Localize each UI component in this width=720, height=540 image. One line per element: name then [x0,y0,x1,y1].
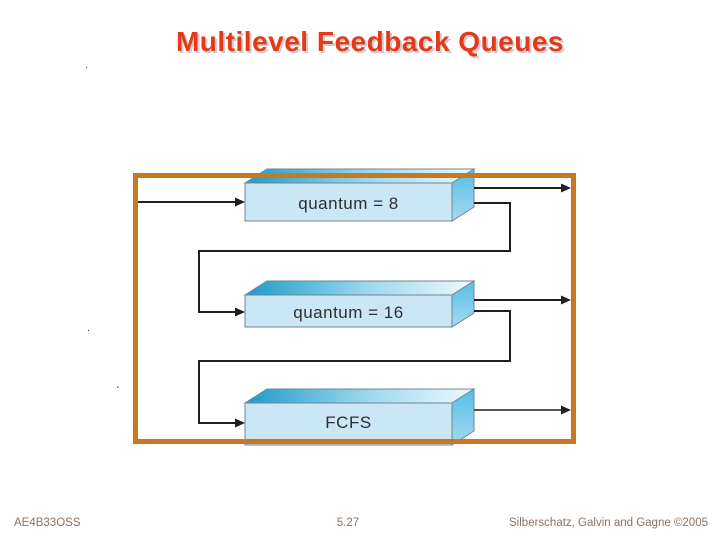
diagram-frame-border [133,173,576,444]
queue-box-quantum-8 [243,168,476,222]
flow-arrow-lines [138,187,563,424]
mlfq-diagram [133,168,576,446]
stray-mark-1: . [85,59,89,71]
queue-box-fcfs [243,388,476,446]
queue-label-fcfs: FCFS [325,413,372,432]
footer-page-number: 5.27 [336,517,360,529]
queue-box-quantum-16 [243,280,476,328]
arrow-heads [235,183,571,428]
footer-copyright: Silberschatz, Galvin and Gagne ©2005 [509,517,708,529]
stray-mark-2: . [87,322,91,334]
queue-label-quantum-8: quantum = 8 [298,194,399,213]
stray-mark-3: . [116,376,120,391]
link-q8-to-q16 [198,202,511,313]
footer-course-code: AE4B33OSS [14,517,81,529]
slide-title: Multilevel Feedback Queues [175,26,565,57]
link-q16-to-fcfs [198,310,511,424]
queue-label-quantum-16: quantum = 16 [293,303,404,322]
